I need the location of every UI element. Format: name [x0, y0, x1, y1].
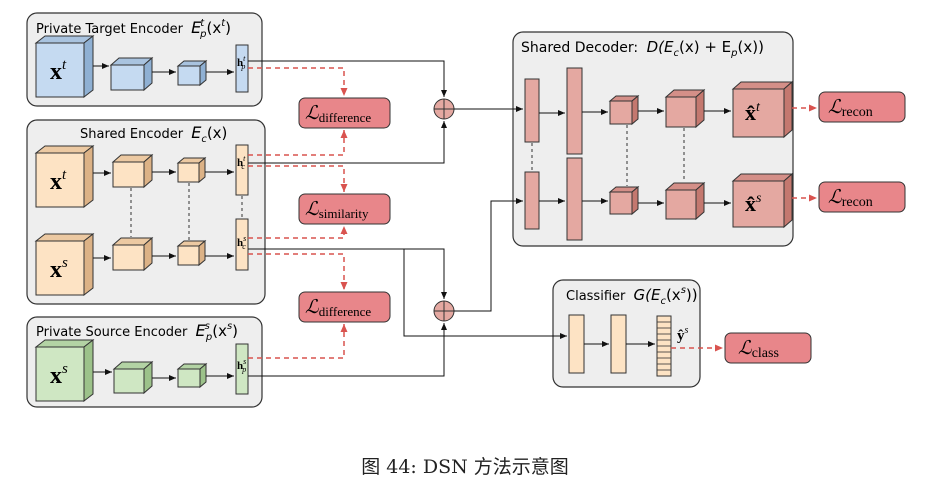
classifier-fc-2	[610, 314, 627, 374]
sum-node-bottom	[433, 300, 455, 322]
private-source-code-bar	[235, 343, 249, 395]
svg-text:ℒdifference: ℒdifference	[305, 297, 371, 319]
shared-target-input-image	[35, 152, 85, 208]
shared-target-input-label: xt	[50, 167, 67, 195]
source-conv-block-2	[177, 368, 201, 388]
signal-routing	[248, 60, 567, 377]
classifier: ŷs	[568, 314, 689, 377]
target-input-label: xt	[50, 57, 67, 85]
shared-source-input-image	[35, 240, 85, 296]
shared-source-conv-block-1	[112, 244, 145, 271]
svg-text:ℒrecon: ℒrecon	[828, 97, 873, 120]
decoder-bottom-deconv-1	[609, 191, 633, 215]
decoder-top-deconv-1	[609, 100, 633, 125]
loss-similarity: ℒsimilarity	[298, 193, 391, 225]
loss-difference-top: ℒdifference	[298, 97, 391, 129]
svg-text:ℒrecon: ℒrecon	[828, 187, 873, 210]
classifier-title: Classifier G(Ec(xs))	[566, 285, 698, 307]
shared-source-conv-block-2	[177, 245, 200, 266]
target-input-image	[35, 42, 85, 98]
decoder-bottom-fc-1	[524, 171, 540, 230]
source-input-label: xs	[50, 361, 68, 389]
target-conv-block-2	[177, 65, 201, 86]
classifier-fc-1	[568, 314, 585, 374]
shared-target-conv-block-1	[112, 161, 145, 188]
shared-decoder-panel	[512, 31, 794, 247]
figure-caption: 图 44: DSN 方法示意图	[361, 456, 569, 478]
loss-recon-bottom: ℒrecon	[818, 181, 906, 213]
svg-text:ℒclass: ℒclass	[738, 338, 779, 361]
decoder-top-fc-1	[524, 78, 540, 143]
target-conv-block-1	[110, 64, 145, 91]
svg-text:ℒsimilarity: ℒsimilarity	[305, 199, 369, 221]
loss-difference-bottom: ℒdifference	[298, 291, 391, 323]
reconstructed-source-label: x̂s	[745, 191, 762, 216]
shared-encoder-title: Shared Encoder Ec(x)	[80, 123, 227, 145]
loss-class: ℒclass	[724, 332, 812, 364]
shared-decoder-title: Shared Decoder: D(Ec(x) + Ep(x))	[521, 38, 764, 59]
decoder-top-fc-2	[566, 67, 583, 155]
loss-recon-top: ℒrecon	[818, 91, 906, 123]
sum-node-top	[433, 98, 455, 120]
shared-target-code-bar	[235, 144, 249, 196]
shared-source-input-label: xs	[50, 255, 68, 283]
reconstructed-target-label: x̂t	[745, 100, 761, 125]
loss-dashed-connectors	[248, 67, 348, 359]
shared-source-code-bar	[235, 218, 249, 271]
decoder-bottom-deconv-2	[665, 189, 697, 220]
predicted-label: ŷs	[677, 325, 689, 344]
decoder-bottom-fc-2	[566, 157, 583, 241]
svg-text:ℒdifference: ℒdifference	[305, 103, 371, 125]
decoder-top-output-image	[732, 88, 785, 138]
decoder-bottom-output-image	[732, 180, 785, 228]
source-conv-block-1	[113, 368, 145, 394]
source-input-image	[35, 346, 85, 402]
shared-decoder: x̂t x̂s	[524, 67, 794, 241]
decoder-top-deconv-2	[665, 96, 697, 128]
shared-target-conv-block-2	[177, 162, 200, 183]
